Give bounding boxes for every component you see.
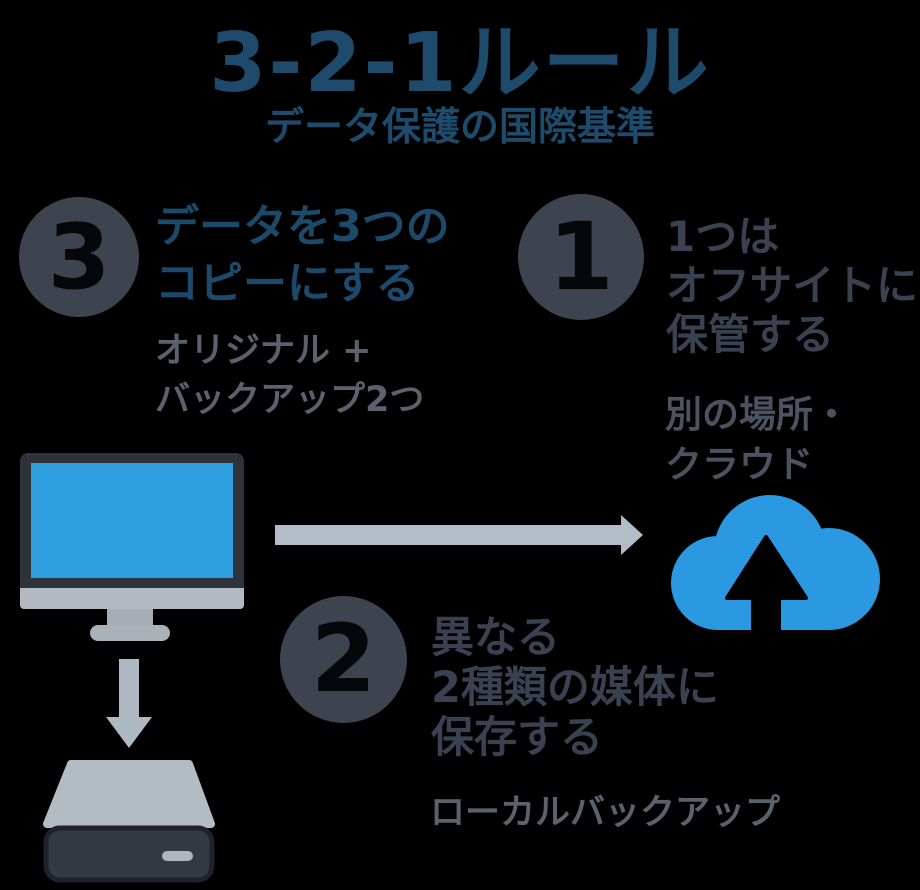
step-1-heading-line2: オフサイトに bbox=[666, 261, 919, 310]
step-1-subtext: 別の場所・ クラウド bbox=[665, 390, 850, 490]
step-3-subtext-line1: オリジナル + bbox=[155, 331, 372, 371]
monitor-base bbox=[90, 625, 170, 641]
step-3-number: 3 bbox=[47, 204, 111, 310]
arrow-down-head bbox=[106, 717, 152, 748]
desktop-monitor-icon bbox=[20, 453, 244, 643]
cloud-upload-icon bbox=[671, 495, 880, 633]
page-subtitle: データ保護の国際基準 bbox=[264, 105, 655, 150]
step-3-badge: 3 bbox=[19, 197, 139, 317]
step-1-number: 1 bbox=[548, 202, 614, 312]
step-2-heading-line2: 2種類の媒体に bbox=[431, 663, 719, 713]
upload-arrow-cutout bbox=[725, 535, 808, 633]
hard-drive-icon bbox=[43, 760, 215, 883]
hdd-body bbox=[43, 825, 215, 883]
monitor-stand bbox=[107, 609, 153, 629]
monitor-screen bbox=[31, 463, 233, 578]
step-2-heading-line3: 保存する bbox=[431, 713, 603, 763]
step-1-subtext-line1: 別の場所・ bbox=[665, 393, 850, 436]
step-2-subtext: ローカルバックアップ bbox=[430, 792, 780, 834]
page-title: 3-2-1ルール bbox=[209, 16, 711, 111]
step-3-heading: データを3つの コピーにする bbox=[155, 198, 450, 312]
arrow-right-shaft bbox=[275, 525, 621, 545]
step-2-heading: 異なる 2種類の媒体に 保存する bbox=[431, 613, 719, 763]
arrow-right-head bbox=[621, 515, 643, 555]
step-1-badge: 1 bbox=[518, 194, 644, 320]
step-3-heading-line2: コピーにする bbox=[155, 258, 420, 309]
hdd-led bbox=[162, 851, 193, 861]
step-1-subtext-line2: クラウド bbox=[665, 443, 813, 486]
step-2-heading-line1: 異なる bbox=[431, 613, 560, 663]
step-3-subtext: オリジナル + バックアップ2つ bbox=[155, 327, 424, 425]
step-1-heading-line1: 1つは bbox=[666, 212, 780, 261]
step-2-number: 2 bbox=[310, 605, 377, 714]
step-1-heading-line3: 保管する bbox=[666, 310, 835, 359]
step-1-heading: 1つは オフサイトに 保管する bbox=[666, 212, 918, 359]
monitor-chin bbox=[20, 588, 244, 609]
step-3-heading-line1: データを3つの bbox=[155, 201, 450, 252]
step-2-badge: 2 bbox=[280, 596, 407, 723]
arrow-down-shaft bbox=[119, 659, 139, 717]
step-3-subtext-line2: バックアップ2つ bbox=[155, 380, 425, 420]
hdd-top bbox=[43, 760, 215, 828]
step-2-subtext-line1: ローカルバックアップ bbox=[430, 793, 781, 833]
